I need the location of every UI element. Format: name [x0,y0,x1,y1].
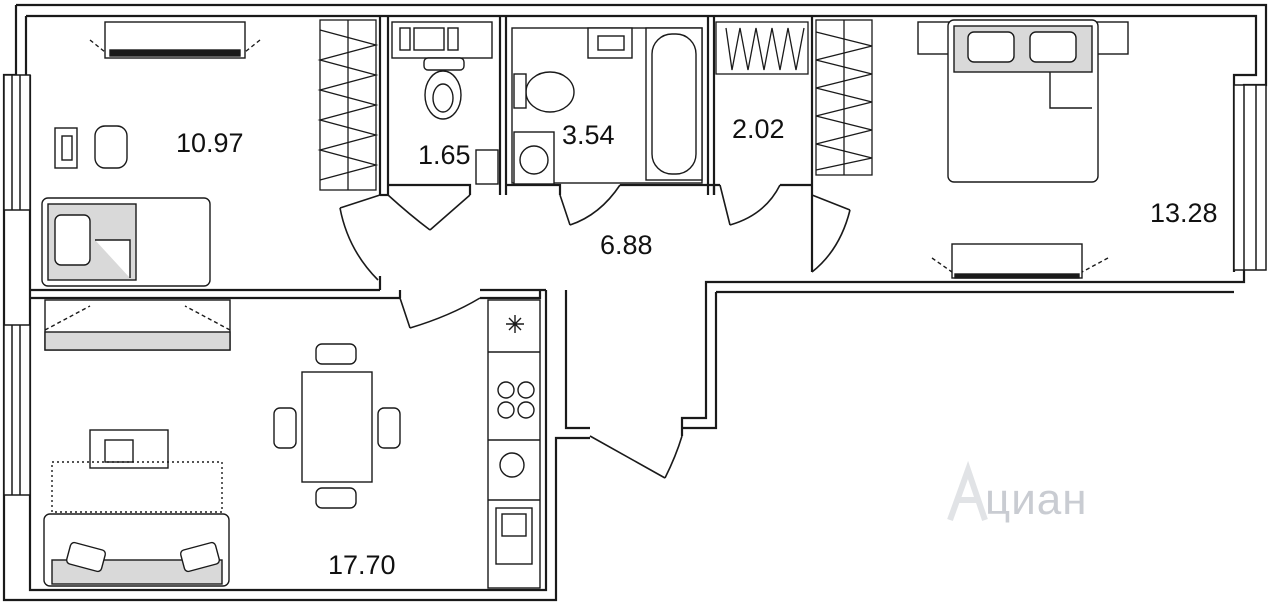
room-area-wc: 1.65 [418,140,471,170]
watermark-text: циан [985,475,1088,524]
room-area-bedroom-left: 10.97 [176,128,244,158]
room-area-wardrobe: 2.02 [732,114,785,144]
doors [339,184,851,479]
wc-furniture [391,21,499,185]
wardrobes [317,19,873,191]
bedroom-right-furniture [917,19,1129,279]
room-area-bedroom-right: 13.28 [1150,198,1218,228]
cian-logo-icon [947,460,988,522]
living-furniture [43,299,401,587]
windows [3,74,1267,496]
bedroom-left-furniture [41,21,261,287]
room-area-living-kitchen: 17.70 [328,550,396,580]
kitchen-counter [487,299,541,589]
room-area-bathroom: 3.54 [562,120,615,150]
room-area-hall: 6.88 [600,230,653,260]
bathroom-furniture [511,27,703,185]
